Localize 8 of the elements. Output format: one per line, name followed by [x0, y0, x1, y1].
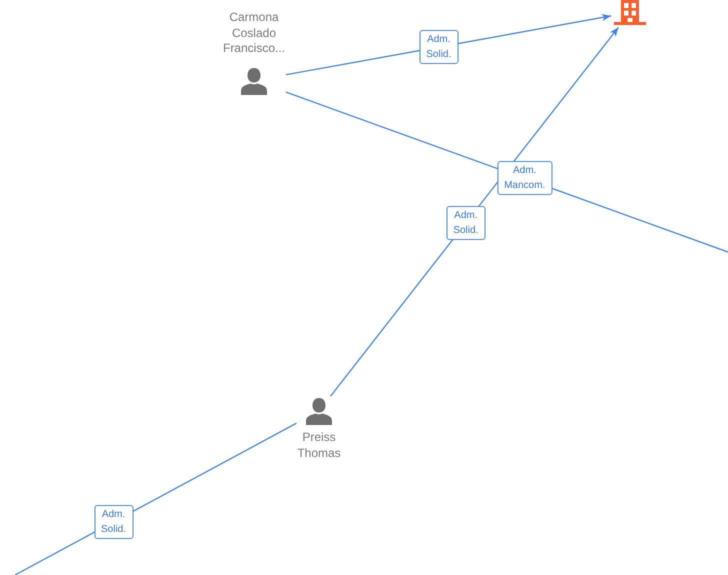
- edge-label: Adm. Solid.: [419, 30, 458, 64]
- person-name: Carmona Coslado Francisco...: [222, 10, 285, 56]
- edge-label: Adm. Mancom.: [497, 161, 552, 196]
- arrow: [286, 14, 612, 76]
- edge-label: Adm. Solid.: [446, 206, 486, 240]
- person-name: Preiss Thomas: [297, 430, 341, 461]
- edge-label: Adm. Solid.: [94, 504, 133, 539]
- building-icon: [614, 0, 646, 25]
